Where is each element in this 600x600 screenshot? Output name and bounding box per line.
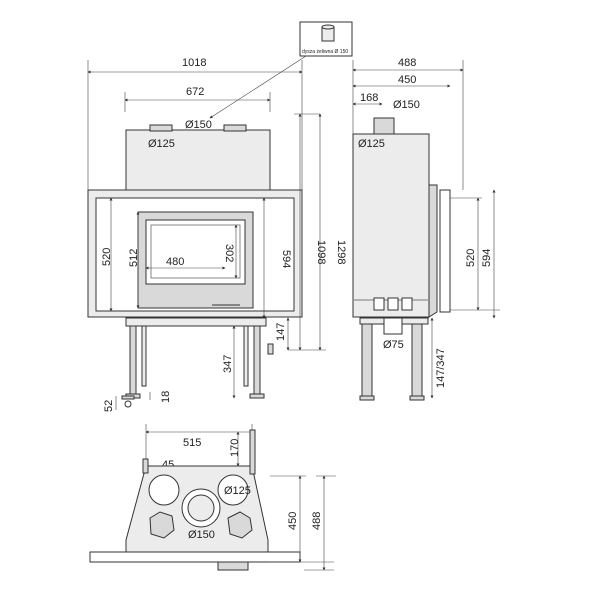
dim-glass-width: 480: [166, 256, 184, 268]
dim-depth-488: 488: [398, 57, 416, 69]
front-side-outlet: Ø125: [148, 138, 175, 150]
plan-outlet-125: Ø125: [224, 485, 251, 497]
callout-label: dysza żeliwna Ø 150: [302, 49, 348, 55]
plan-dim-width-515: 515: [183, 437, 201, 449]
dim-height-1298: 1298: [335, 240, 347, 264]
side-bottom-outlet: Ø75: [383, 339, 404, 351]
plan-dim-depth-450: 450: [287, 512, 299, 530]
front-top-outlet: Ø150: [185, 119, 212, 131]
dim-door-height: 512: [128, 249, 140, 267]
dim-body-height: 520: [101, 248, 113, 266]
side-dim-leg-range: 147/347: [435, 348, 447, 388]
dim-leg-147: 147: [275, 323, 287, 341]
front-view: 1018 672 Ø150 Ø125 302 480 512 520: [87, 57, 347, 412]
plan-outlet-150: Ø150: [188, 529, 215, 541]
dim-foot-18: 18: [160, 391, 172, 403]
callout-box: dysza żeliwna Ø 150: [209, 21, 353, 119]
dim-overall-width: 1018: [182, 57, 206, 69]
plan-dim-depth-488: 488: [311, 512, 323, 530]
dim-leg-347: 347: [222, 355, 234, 373]
plan-view: 515 170 45 Ø125 Ø150 450 488: [89, 424, 336, 571]
dim-offset-168: 168: [360, 92, 378, 104]
side-dim-height-520: 520: [465, 249, 477, 267]
dim-foot-52: 52: [103, 400, 115, 412]
dim-top-width: 672: [186, 86, 204, 98]
dim-glass-height: 302: [223, 244, 235, 262]
side-dim-height-594: 594: [481, 249, 493, 267]
side-side-outlet: Ø125: [358, 138, 385, 150]
side-top-outlet: Ø150: [393, 99, 420, 111]
plan-dim-depth-170: 170: [229, 439, 241, 457]
dim-depth-450: 450: [398, 74, 416, 86]
dim-height-1098: 1098: [315, 240, 327, 264]
dim-side-height: 594: [280, 250, 292, 268]
side-view: 488 450 168 Ø150 Ø125 520 594 Ø75: [352, 57, 500, 401]
